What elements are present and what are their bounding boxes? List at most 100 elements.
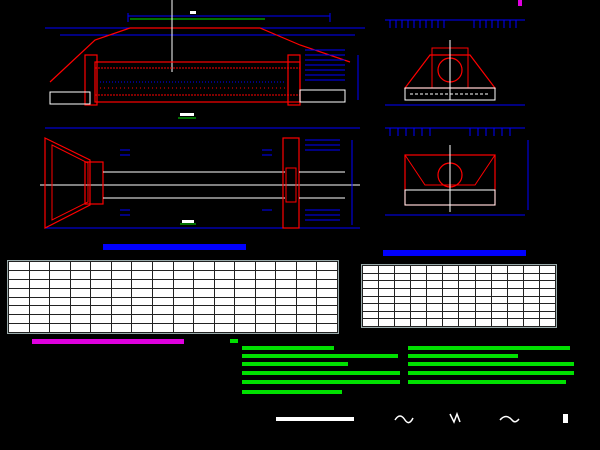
table-cell — [110, 323, 133, 333]
table-cell — [151, 261, 174, 271]
table-cell — [234, 323, 256, 333]
table-cell — [506, 280, 524, 289]
table-cell — [193, 278, 215, 289]
table-cell — [254, 323, 277, 333]
table-cell — [234, 269, 256, 280]
table-cell — [254, 305, 277, 316]
table-cell — [442, 265, 460, 274]
table-cell — [490, 265, 508, 274]
table-cell — [378, 280, 396, 289]
table-cell — [458, 295, 476, 305]
table-cell — [234, 261, 256, 271]
table-cell — [394, 272, 412, 282]
table-cell — [8, 323, 30, 333]
table-cell — [254, 278, 277, 289]
table-cell — [522, 280, 540, 289]
table-cell — [361, 272, 380, 282]
note-line-9 — [408, 362, 574, 366]
table-cell — [275, 261, 297, 271]
table-cell — [69, 305, 92, 316]
table-cell — [522, 272, 540, 282]
table-cell — [295, 296, 318, 307]
table-cell — [131, 269, 153, 280]
table-cell — [234, 305, 256, 316]
table-row — [361, 272, 557, 282]
table-cell — [378, 318, 396, 327]
note-line-10 — [408, 371, 574, 375]
table-cell — [8, 305, 30, 316]
table-cell — [49, 314, 71, 325]
table-cell — [90, 261, 112, 271]
table-cell — [442, 303, 460, 312]
table-cell — [394, 303, 412, 312]
table-cell — [394, 265, 412, 274]
table-cell — [28, 305, 51, 316]
table-cell — [474, 303, 492, 312]
table-cell — [110, 269, 133, 280]
table-cell — [172, 269, 195, 280]
table-cell — [295, 305, 318, 316]
table-cell — [490, 295, 508, 305]
table-cell — [275, 314, 297, 325]
table-cell — [213, 287, 236, 298]
table-cell — [458, 280, 476, 289]
signature-1 — [394, 415, 414, 424]
table-cell — [394, 310, 412, 320]
table-cell — [361, 280, 380, 289]
table-cell — [378, 310, 396, 320]
table-cell — [8, 296, 30, 307]
table-cell — [172, 287, 195, 298]
table-cell — [151, 323, 174, 333]
table-cell — [295, 287, 318, 298]
table-row — [8, 305, 338, 316]
table-cell — [90, 269, 112, 280]
table-cell — [538, 318, 557, 327]
note-line-7 — [408, 346, 570, 350]
signature-3 — [499, 415, 520, 423]
note-line-5 — [242, 380, 400, 384]
table-cell — [275, 323, 297, 333]
table-cell — [131, 278, 153, 289]
table-cell — [151, 287, 174, 298]
table-cell — [28, 269, 51, 280]
table-cell — [193, 296, 215, 307]
notes-magenta-bar — [32, 339, 184, 344]
table-cell — [234, 314, 256, 325]
table-cell — [316, 269, 338, 280]
table-row — [8, 287, 338, 298]
right-data-table — [361, 264, 557, 328]
left-data-table — [7, 260, 339, 334]
table-cell — [522, 318, 540, 327]
table-cell — [442, 310, 460, 320]
table-cell — [8, 261, 30, 271]
table-cell — [151, 305, 174, 316]
table-cell — [213, 296, 236, 307]
table-cell — [442, 272, 460, 282]
table-cell — [69, 314, 92, 325]
table-cell — [8, 287, 30, 298]
table-cell — [254, 261, 277, 271]
signature-underline — [276, 417, 354, 421]
table-cell — [69, 296, 92, 307]
table-cell — [49, 278, 71, 289]
table-cell — [506, 303, 524, 312]
table-cell — [506, 265, 524, 274]
table-cell — [110, 296, 133, 307]
table-cell — [49, 296, 71, 307]
table-cell — [458, 287, 476, 297]
table-cell — [490, 272, 508, 282]
table-cell — [131, 261, 153, 271]
table-cell — [474, 280, 492, 289]
table-cell — [394, 280, 412, 289]
table-cell — [410, 303, 428, 312]
table-cell — [172, 278, 195, 289]
table-cell — [295, 261, 318, 271]
table-cell — [172, 323, 195, 333]
table-cell — [131, 305, 153, 316]
table-cell — [90, 314, 112, 325]
table-cell — [378, 272, 396, 282]
table-cell — [234, 296, 256, 307]
table-cell — [378, 295, 396, 305]
table-cell — [49, 261, 71, 271]
table-cell — [490, 310, 508, 320]
